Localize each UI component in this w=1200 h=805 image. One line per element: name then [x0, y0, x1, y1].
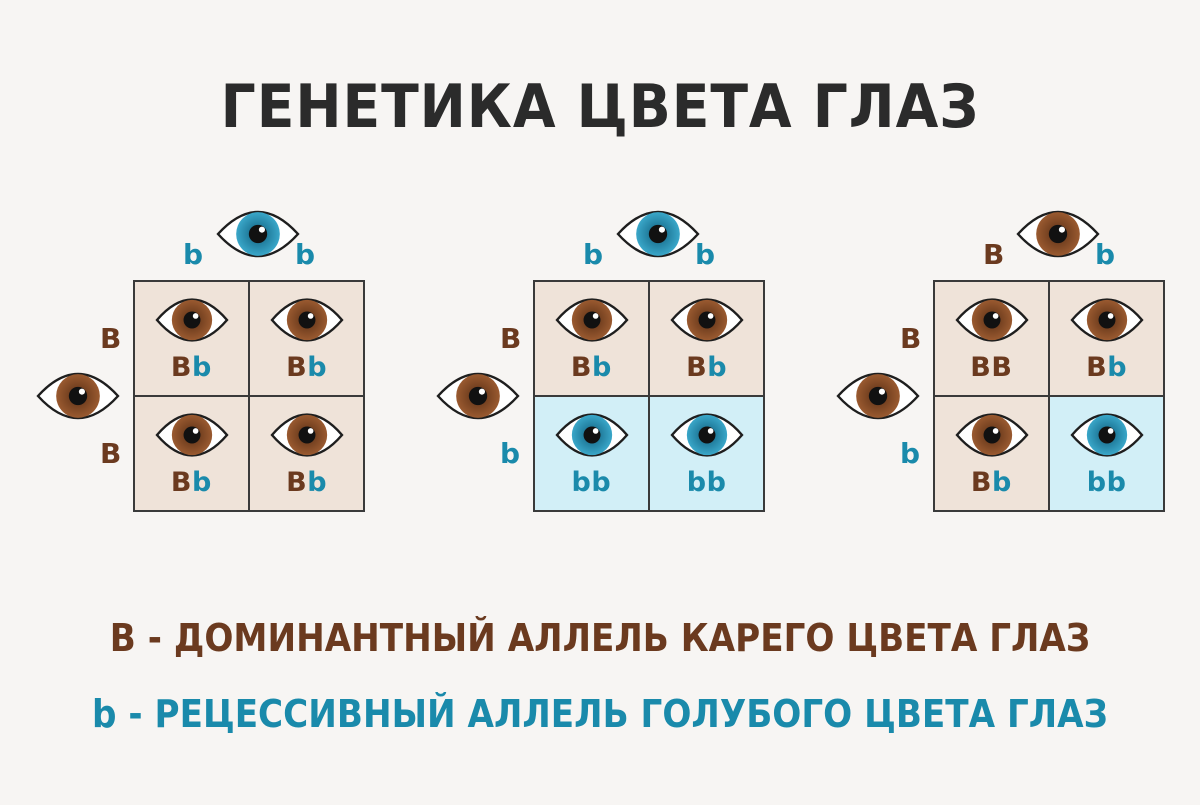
- legend-recessive: b - РЕЦЕССИВНЫЙ АЛЛЕЛЬ ГОЛУБОГО ЦВЕТА ГЛ…: [92, 692, 1108, 736]
- punnett-panel-1: b b B B Bb Bb: [33, 200, 393, 530]
- genotype-allele: B: [170, 467, 192, 499]
- genotype-allele: B: [286, 467, 308, 499]
- genotype-label: bb: [650, 467, 763, 498]
- brown-eye-icon: [670, 296, 744, 344]
- genotype-allele: b: [1086, 467, 1107, 499]
- genotype-allele: B: [286, 352, 308, 383]
- genotype-allele: B: [970, 352, 992, 383]
- brown-eye-icon: [270, 296, 344, 344]
- brown-eye-icon: [836, 370, 920, 422]
- genotype-label: Bb: [650, 352, 763, 383]
- punnett-cell: Bb: [250, 282, 363, 395]
- genotype-allele: b: [706, 467, 727, 499]
- genotype-label: Bb: [535, 352, 648, 383]
- punnett-cell: Bb: [1050, 282, 1163, 395]
- genotype-label: Bb: [935, 467, 1048, 498]
- genotype-allele: b: [591, 467, 612, 499]
- genotype-label: Bb: [135, 467, 248, 498]
- brown-eye-icon: [155, 296, 229, 344]
- genotype-label: bb: [535, 467, 648, 498]
- blue-eye-icon: [555, 411, 629, 459]
- punnett-cell: bb: [650, 397, 763, 510]
- punnett-cell: Bb: [935, 397, 1048, 510]
- genotype-allele: b: [1106, 467, 1127, 499]
- punnett-cell: Bb: [135, 397, 248, 510]
- punnett-cell: Bb: [250, 397, 363, 510]
- brown-eye-icon: [955, 411, 1029, 459]
- punnett-cell: Bb: [650, 282, 763, 395]
- punnett-grid: Bb Bb Bb Bb: [133, 280, 365, 512]
- punnett-cell: Bb: [535, 282, 648, 395]
- genotype-allele: b: [1107, 352, 1128, 383]
- side-allele: b: [500, 437, 521, 470]
- genotype-allele: b: [992, 467, 1012, 499]
- brown-eye-icon: [1016, 208, 1100, 260]
- top-allele: b: [295, 238, 316, 271]
- brown-eye-icon: [36, 370, 120, 422]
- genotype-allele: b: [307, 467, 328, 499]
- blue-eye-icon: [216, 208, 300, 260]
- genotype-allele: B: [970, 467, 992, 499]
- genotype-allele: B: [1086, 352, 1108, 383]
- punnett-cell: bb: [1050, 397, 1163, 510]
- genotype-label: Bb: [250, 352, 363, 383]
- genotype-allele: B: [991, 352, 1013, 383]
- page-title: ГЕНЕТИКА ЦВЕТА ГЛАЗ: [220, 72, 980, 142]
- brown-eye-icon: [436, 370, 520, 422]
- brown-eye-icon: [555, 296, 629, 344]
- genotype-allele: b: [592, 352, 612, 383]
- genotype-label: bb: [1050, 467, 1163, 498]
- genotype-label: Bb: [1050, 352, 1163, 383]
- blue-eye-icon: [616, 208, 700, 260]
- side-allele: b: [900, 437, 921, 470]
- genotype-label: BB: [935, 352, 1048, 383]
- punnett-cell: Bb: [135, 282, 248, 395]
- top-allele: b: [183, 238, 204, 271]
- punnett-cell: BB: [935, 282, 1048, 395]
- side-allele: B: [100, 437, 122, 470]
- side-allele: B: [500, 322, 522, 355]
- side-allele: B: [100, 322, 122, 355]
- genotype-label: Bb: [135, 352, 248, 383]
- top-allele: b: [1095, 238, 1116, 271]
- genotype-allele: b: [686, 467, 707, 499]
- genotype-allele: b: [192, 467, 212, 499]
- genotype-allele: b: [707, 352, 728, 383]
- genotype-label: Bb: [250, 467, 363, 498]
- legend-dominant: B - ДОМИНАНТНЫЙ АЛЛЕЛЬ КАРЕГО ЦВЕТА ГЛАЗ: [109, 616, 1091, 660]
- brown-eye-icon: [955, 296, 1029, 344]
- genotype-allele: b: [307, 352, 328, 383]
- brown-eye-icon: [155, 411, 229, 459]
- brown-eye-icon: [1070, 296, 1144, 344]
- genotype-allele: B: [570, 352, 592, 383]
- top-allele: B: [983, 238, 1005, 271]
- top-allele: b: [583, 238, 604, 271]
- punnett-cell: bb: [535, 397, 648, 510]
- punnett-grid: Bb Bb bb bb: [533, 280, 765, 512]
- top-allele: b: [695, 238, 716, 271]
- genotype-allele: B: [686, 352, 708, 383]
- genotype-allele: B: [170, 352, 192, 383]
- blue-eye-icon: [670, 411, 744, 459]
- blue-eye-icon: [1070, 411, 1144, 459]
- genotype-allele: b: [571, 467, 592, 499]
- genotype-allele: b: [192, 352, 212, 383]
- brown-eye-icon: [270, 411, 344, 459]
- side-allele: B: [900, 322, 922, 355]
- punnett-grid: BB Bb Bb bb: [933, 280, 1165, 512]
